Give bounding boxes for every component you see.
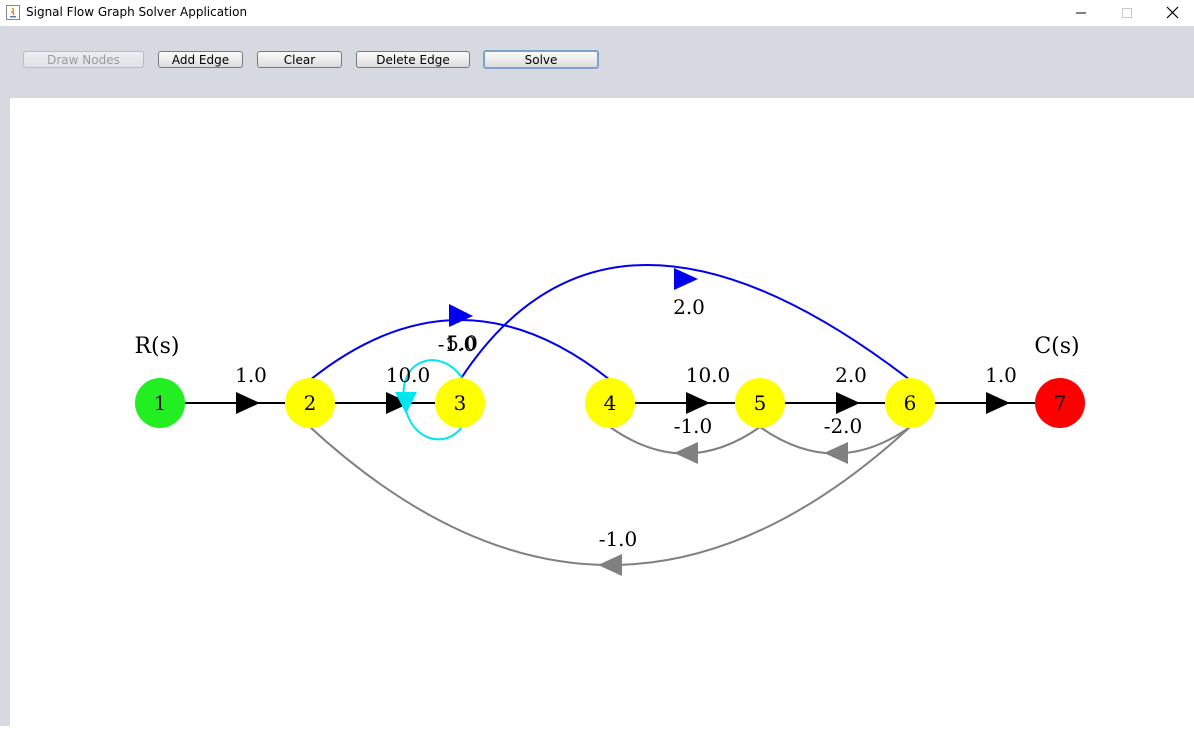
window-title: Signal Flow Graph Solver Application	[26, 5, 248, 19]
node-6[interactable]	[885, 378, 935, 428]
left-border	[0, 98, 10, 726]
maximize-icon	[1122, 8, 1132, 18]
clear-button[interactable]: Clear	[257, 51, 342, 68]
node-6-label: 6	[904, 391, 917, 415]
gain-6-7: 1.0	[985, 363, 1017, 387]
node-4[interactable]	[585, 378, 635, 428]
signal-flow-graph[interactable]: 1 2 3 4 5 6 7 R(s) C(s) 1.0 10.0 -1.0 5.…	[10, 98, 1194, 726]
arrow-5-6	[836, 392, 860, 414]
minimize-button[interactable]	[1058, 0, 1104, 26]
arrow-6-7	[986, 392, 1010, 414]
draw-nodes-button[interactable]: Draw Nodes	[23, 51, 144, 68]
edge-3-6[interactable]	[459, 264, 911, 381]
node-2-label: 2	[304, 391, 317, 415]
node-1-label: 1	[154, 391, 167, 415]
node-7[interactable]	[1035, 378, 1085, 428]
graph-canvas[interactable]: 1 2 3 4 5 6 7 R(s) C(s) 1.0 10.0 -1.0 5.…	[10, 98, 1194, 726]
arrow-3-6	[674, 268, 698, 290]
node-1[interactable]	[135, 378, 185, 428]
arrow-2-4	[449, 304, 473, 327]
gain-3-3: -1.0	[438, 332, 477, 356]
arrow-6-5	[824, 442, 848, 464]
arrow-2-3	[386, 392, 410, 414]
arrow-5-4	[674, 442, 698, 464]
gain-6-2: -1.0	[599, 527, 638, 551]
gain-6-5: -2.0	[824, 414, 863, 438]
java-app-icon	[6, 5, 20, 20]
node-3[interactable]	[435, 378, 485, 428]
node-4-label: 4	[604, 391, 617, 415]
node-5-label: 5	[754, 391, 767, 415]
node-7-label: 7	[1054, 391, 1067, 415]
add-edge-button[interactable]: Add Edge	[158, 51, 243, 68]
arrow-6-2	[598, 554, 622, 576]
node-2[interactable]	[285, 378, 335, 428]
maximize-button	[1104, 0, 1150, 26]
gain-1-2: 1.0	[235, 363, 267, 387]
gain-4-5: 10.0	[686, 363, 731, 387]
arrow-1-2	[236, 392, 260, 414]
title-bar: Signal Flow Graph Solver Application	[0, 0, 1194, 26]
close-button[interactable]	[1150, 0, 1194, 26]
minimize-icon	[1076, 12, 1086, 14]
output-label: C(s)	[1034, 334, 1079, 359]
node-3-label: 3	[454, 391, 467, 415]
gain-5-6: 2.0	[835, 363, 867, 387]
gain-3-6: 2.0	[673, 295, 705, 319]
gain-5-4: -1.0	[674, 414, 713, 438]
arrow-3-3	[395, 392, 417, 414]
node-5[interactable]	[735, 378, 785, 428]
delete-edge-button[interactable]: Delete Edge	[356, 51, 470, 68]
gain-2-3: 10.0	[386, 363, 431, 387]
input-label: R(s)	[134, 334, 179, 359]
solve-button[interactable]: Solve	[483, 50, 599, 69]
close-icon	[1166, 6, 1179, 19]
arrow-4-5	[686, 392, 710, 414]
gain-2-4: 5.0	[446, 331, 478, 355]
